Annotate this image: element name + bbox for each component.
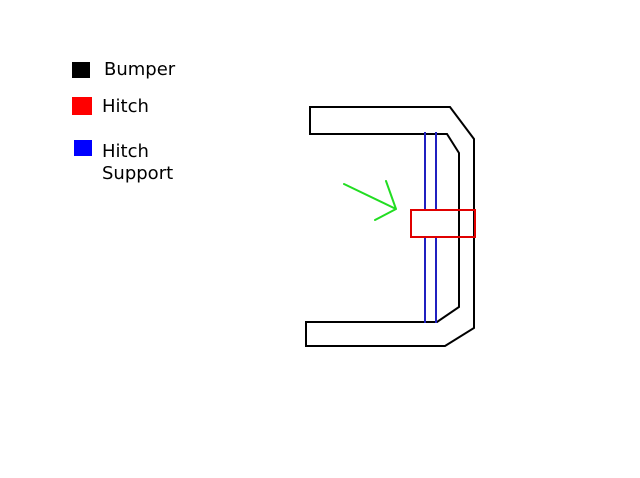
- hitch-label: Hitch: [102, 96, 149, 117]
- pointer-arrow-icon: [343, 180, 397, 221]
- hitch-support: [424, 132, 437, 323]
- hitch-receiver: [410, 209, 476, 238]
- bumper-label: Bumper: [104, 59, 176, 80]
- hitch-support-swatch: [74, 140, 92, 156]
- hitch-swatch: [72, 97, 92, 115]
- bumper-shape: [305, 106, 475, 347]
- hitch-support-label-line2: Support: [102, 163, 174, 184]
- hitch-support-label: Hitch: [102, 141, 149, 162]
- bumper-swatch: [72, 62, 90, 78]
